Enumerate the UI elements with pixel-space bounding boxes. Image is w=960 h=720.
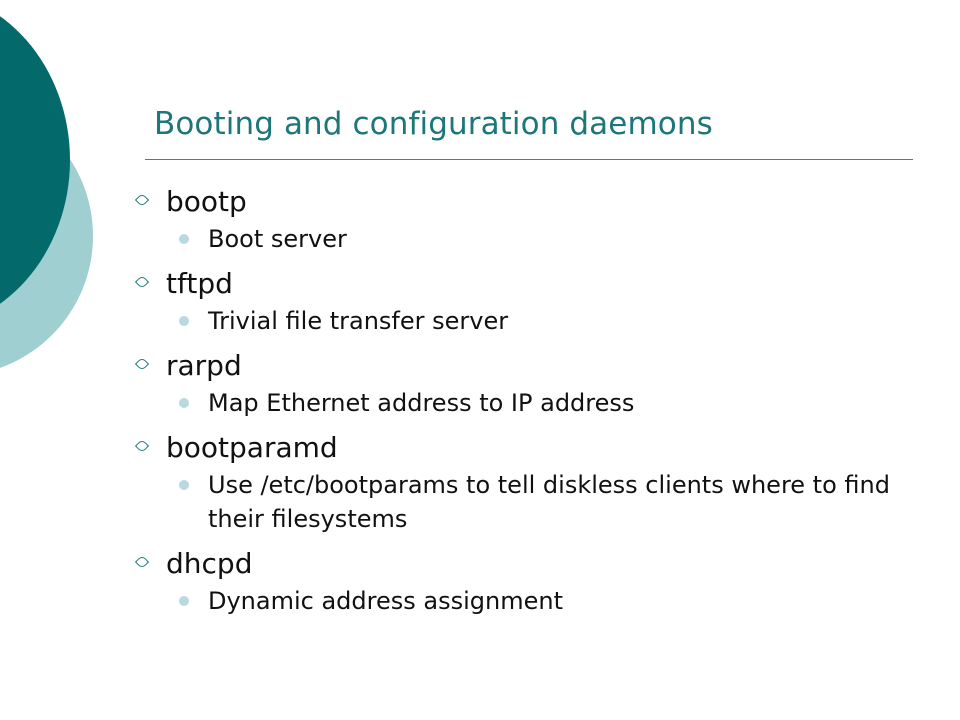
bullet-label: bootparamd [166,431,338,464]
bullet-item-bootp: bootp Boot server [130,184,930,256]
diamond-icon [130,546,166,582]
bullet-header: dhcpd [130,546,930,582]
bullet-dot-icon [179,480,189,490]
sub-bullet-item: Map Ethernet address to IP address [130,386,918,420]
title-divider [145,159,913,160]
sub-bullet-text: Trivial file transfer server [208,307,509,335]
sub-bullet-text: Use /etc/bootparams to tell diskless cli… [208,471,890,533]
bullet-item-rarpd: rarpd Map Ethernet address to IP address [130,348,930,420]
sub-bullet-list: Trivial file transfer server [130,304,930,338]
bullet-dot-icon [179,596,189,606]
slide-title: Booting and configuration daemons [154,106,713,142]
sub-bullet-list: Dynamic address assignment [130,584,930,618]
bullet-item-dhcpd: dhcpd Dynamic address assignment [130,546,930,618]
bullet-header: tftpd [130,266,930,302]
sub-bullet-text: Map Ethernet address to IP address [208,389,635,417]
sub-bullet-item: Use /etc/bootparams to tell diskless cli… [130,468,918,536]
sub-bullet-text: Dynamic address assignment [208,587,563,615]
bullet-dot-icon [179,398,189,408]
sub-bullet-item: Boot server [130,222,918,256]
bullet-header: bootparamd [130,430,930,466]
diamond-icon [130,266,166,302]
diamond-icon [130,348,166,384]
sub-bullet-list: Use /etc/bootparams to tell diskless cli… [130,468,930,536]
bullet-dot-icon [179,316,189,326]
bullet-header: rarpd [130,348,930,384]
bullet-label: dhcpd [166,547,253,580]
bullet-label: bootp [166,185,247,218]
diamond-icon [130,430,166,466]
bullet-list: bootp Boot server tftpd Trivial file tra… [130,184,930,628]
sub-bullet-list: Map Ethernet address to IP address [130,386,930,420]
sub-bullet-item: Trivial file transfer server [130,304,918,338]
sub-bullet-item: Dynamic address assignment [130,584,918,618]
bullet-label: rarpd [166,349,242,382]
diamond-icon [130,184,166,220]
sub-bullet-text: Boot server [208,225,347,253]
bullet-item-bootparamd: bootparamd Use /etc/bootparams to tell d… [130,430,930,536]
bullet-item-tftpd: tftpd Trivial file transfer server [130,266,930,338]
bullet-label: tftpd [166,267,233,300]
bullet-header: bootp [130,184,930,220]
bullet-dot-icon [179,234,189,244]
sub-bullet-list: Boot server [130,222,930,256]
